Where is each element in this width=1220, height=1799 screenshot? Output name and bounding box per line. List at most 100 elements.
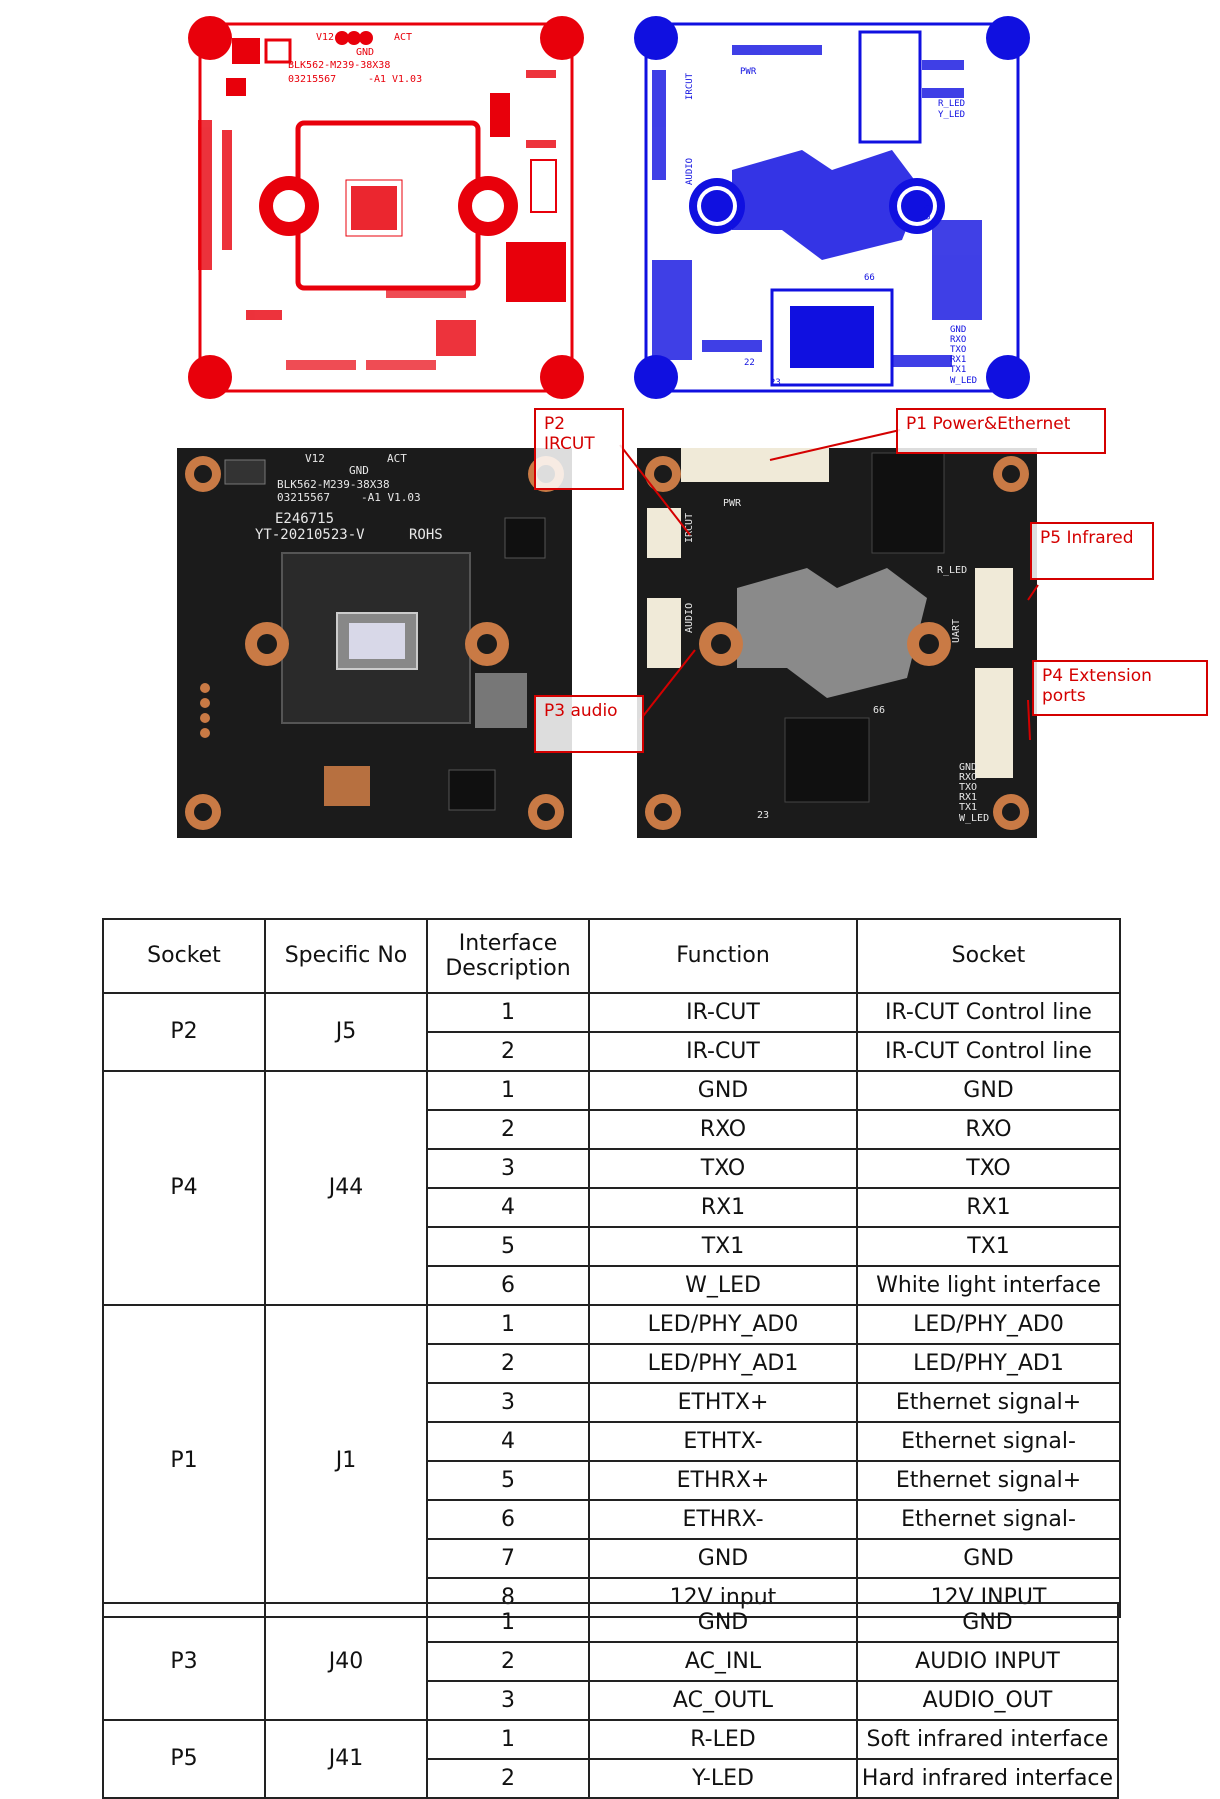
pin-table: Socket Specific No Interface Description…	[102, 918, 1121, 1618]
blue-silk-rxo: RXO	[950, 335, 966, 345]
description-cell: RX1	[856, 1187, 1121, 1228]
cam-silk-act: ACT	[387, 452, 407, 465]
pin-cell: 3	[426, 1382, 590, 1423]
red-silk-a1: -A1	[368, 74, 386, 85]
table-row: 4 RX1 RX1	[103, 1187, 1121, 1228]
pin-cell: 7	[426, 1538, 590, 1579]
table-row: P5 J41 1 R-LED Soft infrared interface	[102, 1719, 1119, 1799]
table-row: 3 TXO TXO	[103, 1148, 1121, 1189]
callout-p1-power-ethernet: P1 Power&Ethernet	[896, 408, 1106, 454]
pin-cell: 3	[426, 1680, 590, 1721]
if-silk-66: 66	[873, 705, 885, 716]
specific-no-cell: J5	[264, 992, 428, 1072]
pin-cell: 2	[426, 1031, 590, 1072]
description-cell: Ethernet signal+	[856, 1460, 1121, 1501]
blue-silk-tx1: TX1	[950, 365, 966, 375]
pin-cell: 1	[426, 1602, 590, 1643]
function-cell: ETHTX-	[588, 1421, 858, 1462]
description-cell: Ethernet signal-	[856, 1499, 1121, 1540]
cam-silk-serial: 03215567	[277, 491, 330, 504]
if-silk-23: 23	[757, 810, 769, 821]
if-silk-gnd: GND	[959, 762, 977, 773]
cam-silk-rohs: ROHS	[409, 527, 443, 543]
red-pcb-layout: V12 ACT GND BLK562-M239-38X38 03215567 -…	[186, 10, 586, 405]
pin-cell: 3	[426, 1148, 590, 1189]
pin-cell: 2	[426, 1343, 590, 1384]
table-row: 2 RXO RXO	[103, 1109, 1121, 1150]
pin-cell: 5	[426, 1226, 590, 1267]
if-silk-ircut: IRCUT	[684, 513, 695, 543]
table-row: 5 TX1 TX1	[103, 1226, 1121, 1267]
pin-cell: 4	[426, 1421, 590, 1462]
if-silk-rxo: RXO	[959, 772, 977, 783]
header-specific-no: Specific No	[264, 918, 428, 994]
red-silk-v12: V12	[316, 32, 334, 43]
callout-p2-ircut: P2 IRCUT	[534, 408, 624, 490]
function-cell: TXO	[588, 1148, 858, 1189]
pin-cell: 5	[426, 1460, 590, 1501]
pin-cell: 6	[426, 1265, 590, 1306]
table-row: 6 W_LED White light interface	[103, 1265, 1121, 1306]
description-cell: GND	[856, 1602, 1119, 1643]
blue-silk-ircut: IRCUT	[685, 72, 695, 100]
function-cell: AC_OUTL	[588, 1680, 858, 1721]
if-silk-txo: TXO	[959, 782, 977, 793]
red-silk-model: BLK562-M239-38X38	[288, 60, 390, 71]
if-silk-rled: R_LED	[937, 565, 967, 576]
description-cell: IR-CUT Control line	[856, 992, 1121, 1033]
callout-leaders	[619, 429, 1039, 741]
board-images: V12 ACT GND BLK562-M239-38X38 03215567 -…	[0, 0, 1220, 880]
description-cell: Hard infrared interface	[856, 1758, 1119, 1799]
socket-cell: P4	[102, 1070, 266, 1306]
pin-cell: 2	[426, 1641, 590, 1682]
function-cell: TX1	[588, 1226, 858, 1267]
callout-p5-infrared: P5 Infrared	[1030, 522, 1154, 580]
callout-p4-extension-ports: P4 Extension ports	[1032, 660, 1208, 716]
description-cell: LED/PHY_AD0	[856, 1304, 1121, 1345]
description-cell: Soft infrared interface	[856, 1719, 1119, 1760]
description-cell: GND	[856, 1538, 1121, 1579]
table-row: 7 GND GND	[103, 1538, 1121, 1579]
blue-silk-gnd: GND	[950, 325, 966, 335]
cam-silk-v12: V12	[305, 452, 325, 465]
specific-no-cell: J44	[264, 1070, 428, 1306]
pin-cell: 1	[426, 1304, 590, 1345]
pin-table-continued: P3 J40 1 GND GND 2 AC_INL AUDIO INPUT 3 …	[102, 1602, 1119, 1799]
table-row: 2 IR-CUT IR-CUT Control line	[103, 1031, 1121, 1072]
function-cell: ETHRX+	[588, 1460, 858, 1501]
header-interface-description: Interface Description	[426, 918, 590, 994]
socket-cell: P2	[102, 992, 266, 1072]
function-cell: RX1	[588, 1187, 858, 1228]
table-row: 3 ETHTX+ Ethernet signal+	[103, 1382, 1121, 1423]
pin-cell: 6	[426, 1499, 590, 1540]
if-silk-tx1: TX1	[959, 802, 977, 813]
function-cell: W_LED	[588, 1265, 858, 1306]
blue-silk-66: 66	[864, 273, 875, 283]
cam-silk-gnd: GND	[349, 464, 369, 477]
header-function: Function	[588, 918, 858, 994]
header-socket: Socket	[102, 918, 266, 994]
table-row: 5 ETHRX+ Ethernet signal+	[103, 1460, 1121, 1501]
pin-cell: 1	[426, 1070, 590, 1111]
cam-silk-model: BLK562-M239-38X38	[277, 478, 390, 491]
specific-no-cell: J1	[264, 1304, 428, 1618]
specific-no-cell: J41	[264, 1719, 428, 1799]
description-cell: IR-CUT Control line	[856, 1031, 1121, 1072]
table-row: P2 J5 1 IR-CUT IR-CUT Control line	[102, 992, 1121, 1072]
description-cell: GND	[856, 1070, 1121, 1111]
blue-silk-audio: AUDIO	[685, 158, 695, 185]
if-silk-rx1: RX1	[959, 792, 977, 803]
blue-silk-rled: R_LED	[938, 99, 965, 109]
if-silk-pwr: PWR	[723, 498, 742, 509]
socket-cell: P1	[102, 1304, 266, 1618]
pin-cell: 2	[426, 1109, 590, 1150]
blue-silk-uart: UART	[923, 198, 933, 220]
function-cell: IR-CUT	[588, 1031, 858, 1072]
blue-pcb-layout: PWR IRCUT R_LED Y_LED AUDIO UART 66 22 2…	[632, 10, 1032, 405]
specific-no-cell: J40	[264, 1602, 428, 1721]
blue-silk-wled: W_LED	[950, 376, 977, 386]
description-cell: AUDIO INPUT	[856, 1641, 1119, 1682]
blue-silk-pwr: PWR	[740, 67, 757, 77]
description-cell: Ethernet signal+	[856, 1382, 1121, 1423]
pin-cell: 1	[426, 1719, 590, 1760]
